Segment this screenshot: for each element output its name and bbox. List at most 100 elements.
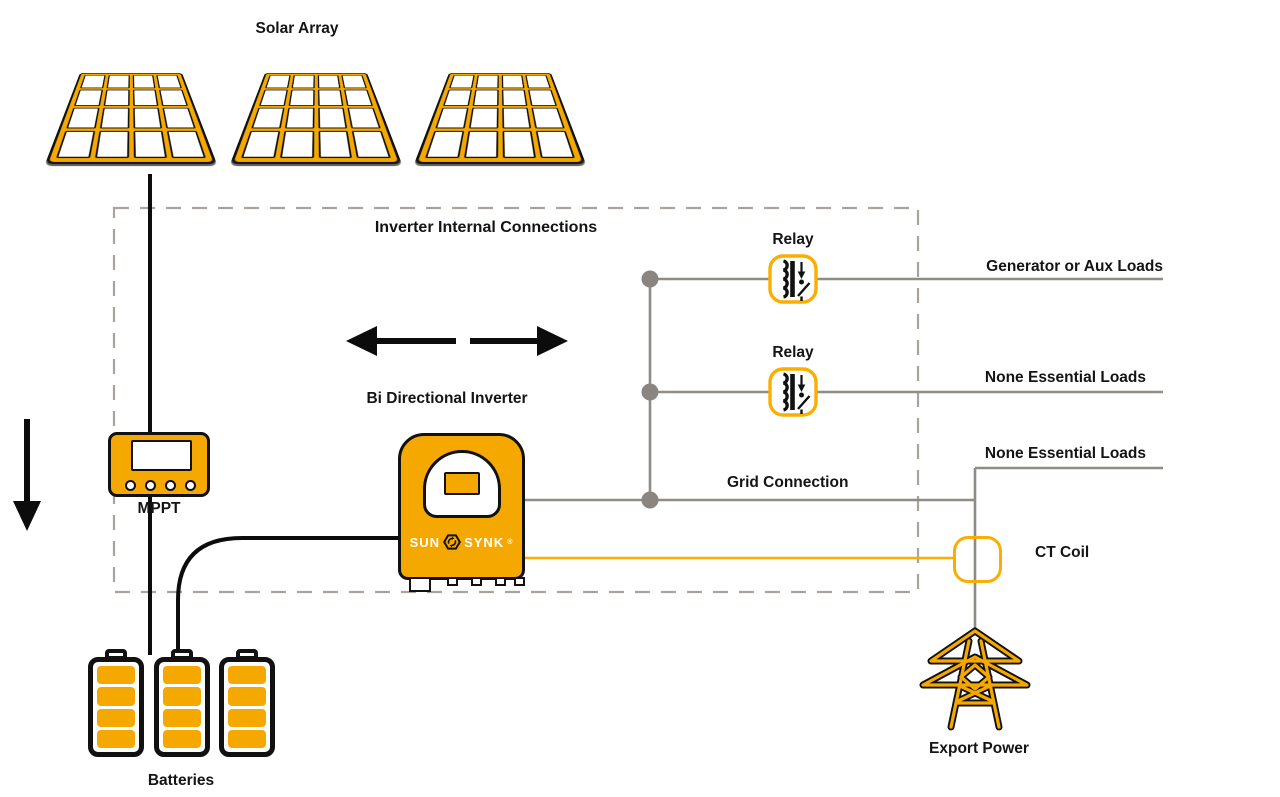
- solar-panel-grid: [45, 73, 217, 164]
- panel-cell: [103, 90, 129, 106]
- panel-cell: [352, 131, 391, 158]
- panel-cell: [318, 108, 347, 129]
- panel-cell: [265, 75, 290, 88]
- relay-label-top: Relay: [758, 231, 828, 249]
- battery: [219, 649, 275, 757]
- panel-cell: [133, 75, 156, 88]
- generator-aux-loads-label: Generator or Aux Loads: [903, 258, 1163, 276]
- panel-cell: [133, 90, 159, 106]
- panel-cell: [528, 90, 557, 106]
- inverter-foot: [447, 577, 458, 586]
- panel-cell: [285, 108, 314, 129]
- panel-cell: [163, 108, 196, 129]
- grid-connection-label: Grid Connection: [727, 474, 848, 492]
- panel-cell: [469, 108, 498, 129]
- battery-segment: [163, 730, 201, 748]
- mppt-button: [185, 480, 196, 491]
- inverter-foot: [495, 577, 506, 586]
- panel-cell: [66, 108, 99, 129]
- none-essential-loads-label-2: None Essential Loads: [886, 445, 1146, 463]
- brand-mark: ®: [507, 539, 513, 546]
- panel-cell: [443, 90, 472, 106]
- inverter-foot: [471, 577, 482, 586]
- panel-cell: [502, 90, 528, 106]
- battery-dc-line: [178, 538, 400, 653]
- panel-cell: [525, 75, 550, 88]
- battery-segment: [97, 666, 135, 684]
- junction-dot: [642, 271, 659, 288]
- battery-segment: [97, 687, 135, 705]
- battery-segment: [228, 730, 266, 748]
- sunsynk-hex-icon: [443, 533, 461, 551]
- mppt-charge-controller: [108, 432, 210, 497]
- down-arrow-icon: [13, 419, 41, 531]
- mppt-button: [145, 480, 156, 491]
- inverter-screen: [444, 472, 480, 495]
- panel-cell: [318, 90, 344, 106]
- panel-cell: [532, 108, 565, 129]
- panel-cell: [156, 75, 181, 88]
- panel-cell: [167, 131, 206, 158]
- panel-cell: [344, 90, 373, 106]
- panel-cell: [133, 108, 162, 129]
- panel-cell: [56, 131, 95, 158]
- battery-segment: [163, 687, 201, 705]
- boundary-title: Inverter Internal Connections: [336, 219, 636, 237]
- solar-panel: [45, 44, 217, 164]
- inverter-foot: [409, 577, 431, 592]
- panel-cell: [288, 90, 314, 106]
- ct-coil: [953, 536, 1002, 583]
- inverter: SUN SYNK®: [398, 433, 525, 580]
- panel-cell: [133, 131, 167, 158]
- solar-panel-grid: [230, 73, 402, 164]
- ct-coil-label: CT Coil: [1035, 544, 1089, 562]
- panel-cell: [502, 131, 536, 158]
- battery-segment: [163, 666, 201, 684]
- panel-cell: [464, 131, 498, 158]
- panel-cell: [241, 131, 280, 158]
- panel-cell: [159, 90, 188, 106]
- panel-cell: [348, 108, 381, 129]
- panel-cell: [475, 75, 498, 88]
- batteries-label: Batteries: [106, 772, 256, 790]
- relay-icon: [768, 367, 818, 417]
- battery-segment: [163, 709, 201, 727]
- panel-cell: [251, 108, 284, 129]
- solar-panel: [414, 44, 586, 164]
- panel-cell: [318, 131, 352, 158]
- solar-panel-grid: [414, 73, 586, 164]
- battery: [154, 649, 210, 757]
- sunsynk-logo: SUN SYNK®: [401, 533, 522, 551]
- relay-label-mid: Relay: [758, 344, 828, 362]
- panel-cell: [502, 75, 525, 88]
- battery-segment: [228, 709, 266, 727]
- panel-cell: [472, 90, 498, 106]
- panel-cell: [435, 108, 468, 129]
- bidirectional-arrow-icon: [346, 326, 568, 356]
- brand-synk: SYNK: [464, 535, 504, 550]
- junction-dot: [642, 384, 659, 401]
- panel-cell: [280, 131, 314, 158]
- panel-cell: [259, 90, 288, 106]
- panel-cell: [291, 75, 314, 88]
- panel-cell: [74, 90, 103, 106]
- inverter-foot: [514, 577, 525, 586]
- none-essential-loads-label-1: None Essential Loads: [886, 369, 1146, 387]
- solar-array-label: Solar Array: [227, 20, 367, 38]
- mppt-label: MPPT: [109, 500, 209, 518]
- mppt-button: [125, 480, 136, 491]
- battery-segment: [97, 730, 135, 748]
- panel-cell: [341, 75, 366, 88]
- relay-icon: [768, 254, 818, 304]
- inverter-display-panel: [423, 450, 501, 518]
- mppt-screen: [131, 440, 192, 471]
- panel-cell: [449, 75, 474, 88]
- junction-dot: [642, 492, 659, 509]
- battery-segment: [228, 687, 266, 705]
- battery-segment: [228, 666, 266, 684]
- battery-body: [154, 657, 210, 757]
- panel-cell: [100, 108, 129, 129]
- mppt-button: [165, 480, 176, 491]
- panel-cell: [95, 131, 129, 158]
